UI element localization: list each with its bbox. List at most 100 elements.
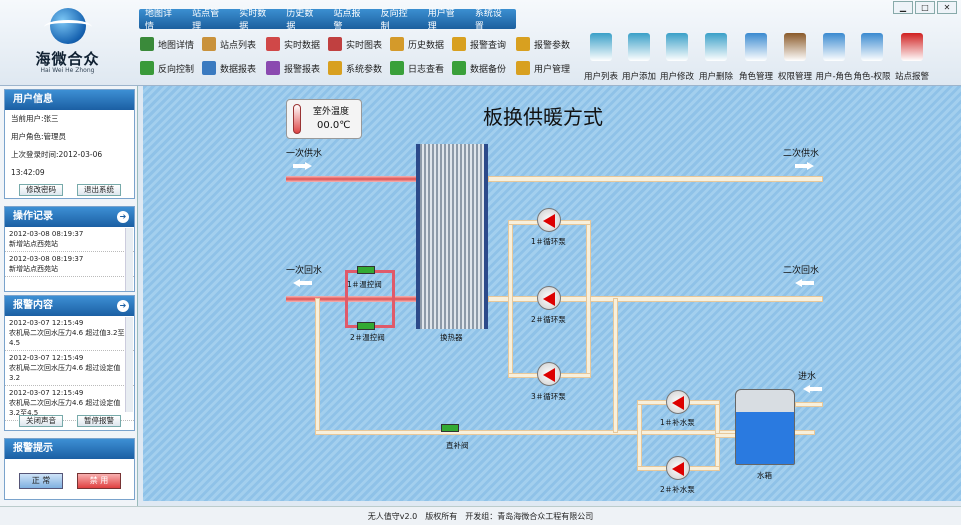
logout-button[interactable]: 退出系统 — [77, 184, 121, 196]
globe-icon — [140, 37, 154, 51]
primary-supply-label: 一次供水 — [286, 149, 323, 159]
toolbar-chart-button[interactable]: 实时图表 — [328, 34, 382, 54]
topnav-item[interactable]: 历史数据 — [286, 9, 314, 32]
maximize-icon[interactable]: □ — [915, 1, 935, 14]
arrow-right-icon — [795, 162, 815, 170]
heat-exchanger[interactable] — [416, 144, 488, 329]
toolbar-big-button[interactable]: 用户添加 — [620, 33, 658, 82]
toolbar-list-button[interactable]: 站点列表 — [202, 34, 256, 54]
toolbar-gear-button[interactable]: 系统参数 — [328, 58, 382, 78]
briefcase-icon — [784, 33, 806, 61]
circulation-pump-1-icon[interactable] — [537, 208, 561, 232]
pump-2-label: 2＃循环泵 — [531, 315, 566, 324]
topnav-item[interactable]: 站点管理 — [192, 9, 220, 32]
topnav-item[interactable]: 站点报警 — [333, 9, 361, 32]
outdoor-temp-value: 00.0℃ — [317, 120, 351, 131]
toolbar-wave-button[interactable]: 实时数据 — [266, 34, 320, 54]
scrollbar[interactable] — [125, 317, 133, 412]
toolbar-pen-button[interactable]: 报警查询 — [452, 34, 506, 54]
makeup-pipe-left — [637, 400, 642, 470]
panel-title: 用户信息 — [5, 90, 134, 110]
toolbar-big-button[interactable]: 用户-角色 — [815, 33, 853, 82]
valve-2-icon[interactable] — [357, 322, 375, 330]
heating-diagram: 板换供暖方式 室外温度 00.0℃ 1＃温控阀 2＃温控阀 换热器 1＃循环泵 … — [143, 86, 961, 501]
makeup-pump-2-label: 2＃补水泵 — [660, 485, 695, 494]
doc-icon — [590, 33, 612, 61]
toolbar-plus-button[interactable]: 日志查看 — [390, 58, 444, 78]
scrollbar[interactable] — [125, 228, 133, 291]
doc-icon — [666, 33, 688, 61]
refresh-icon — [140, 61, 154, 75]
doc-icon — [628, 33, 650, 61]
toolbar-user-button[interactable]: 用户管理 — [516, 58, 570, 78]
outdoor-temp-widget: 室外温度 00.0℃ — [286, 99, 362, 139]
chevron-right-icon[interactable]: ➔ — [117, 300, 129, 312]
window-controls: ▁ □ ✕ — [893, 1, 957, 14]
last-login: 上次登录时间:2012-03-06 13:42:09 — [11, 150, 103, 177]
logo: 海微合众 Hai Wei He Zhong — [30, 8, 105, 80]
download-icon — [452, 61, 466, 75]
report-icon — [266, 61, 280, 75]
pipe-bottom — [315, 430, 815, 435]
primary-supply-pipe — [286, 176, 416, 182]
close-icon[interactable]: ✕ — [937, 1, 957, 14]
makeup-pump-1-label: 1＃补水泵 — [660, 418, 695, 427]
pause-alarm-button[interactable]: 暂停报警 — [77, 415, 121, 427]
change-password-button[interactable]: 修改密码 — [19, 184, 63, 196]
toolbar-big-button[interactable]: 用户修改 — [658, 33, 696, 82]
alarm-hint-panel: 报警提示 正 常 禁 用 — [4, 438, 135, 500]
toolbar-big-button[interactable]: 角色管理 — [737, 33, 775, 82]
toolbar-big-button[interactable]: 角色-权限 — [853, 33, 891, 82]
arrow-left-icon — [293, 279, 313, 287]
toolbar-report-button[interactable]: 报警报表 — [266, 58, 320, 78]
toolbar-globe-button[interactable]: 地图详情 — [140, 34, 194, 54]
primary-return-pipe — [286, 296, 416, 302]
clock-icon — [390, 37, 404, 51]
topnav-item[interactable]: 系统设置 — [474, 9, 502, 32]
secondary-supply-pipe — [488, 176, 823, 182]
toolbar-refresh-button[interactable]: 反向控制 — [140, 58, 194, 78]
toolbar-bell-button[interactable]: 报警参数 — [516, 34, 570, 54]
water-in-pipe — [795, 402, 823, 407]
person-icon — [745, 33, 767, 61]
minimize-icon[interactable]: ▁ — [893, 1, 913, 14]
list-icon — [202, 37, 216, 51]
makeup-pump-1-icon[interactable] — [666, 390, 690, 414]
top-nav: 地图详情 站点管理 实时数据 历史数据 站点报警 反向控制 用户管理 系统设置 — [139, 9, 516, 32]
current-user: 当前用户:张三 — [11, 114, 59, 123]
toolbar-big-button[interactable]: 权限管理 — [776, 33, 814, 82]
plus-icon — [390, 61, 404, 75]
panel-title: 报警内容➔ — [5, 296, 134, 316]
makeup-pump-2-icon[interactable] — [666, 456, 690, 480]
disable-button[interactable]: 禁 用 — [77, 473, 121, 489]
panel-title: 报警提示 — [5, 439, 134, 459]
valve-1-icon[interactable] — [357, 266, 375, 274]
heat-exchanger-label: 换热器 — [440, 333, 463, 342]
pipe-vertical — [613, 298, 618, 433]
toolbar-big-button[interactable]: 用户删除 — [697, 33, 735, 82]
topnav-item[interactable]: 用户管理 — [427, 9, 455, 32]
toolbar-big-button[interactable]: 站点报警 — [893, 33, 931, 82]
toolbar-clock-button[interactable]: 历史数据 — [390, 34, 444, 54]
brand-sub: Hai Wei He Zhong — [40, 67, 95, 74]
close-sound-button[interactable]: 关闭声音 — [19, 415, 63, 427]
arrow-left-icon — [795, 279, 815, 287]
chevron-right-icon[interactable]: ➔ — [117, 211, 129, 223]
toolbar-big-button[interactable]: 用户列表 — [582, 33, 620, 82]
toolbar-bars-button[interactable]: 数据报表 — [202, 58, 256, 78]
topnav-item[interactable]: 实时数据 — [239, 9, 267, 32]
user-role: 用户角色:管理员 — [11, 132, 67, 141]
normal-status-button[interactable]: 正 常 — [19, 473, 63, 489]
arrow-left-icon — [803, 385, 823, 393]
water-tank[interactable] — [735, 389, 795, 465]
circulation-pump-3-icon[interactable] — [537, 362, 561, 386]
toolbar-download-button[interactable]: 数据备份 — [452, 58, 506, 78]
topnav-item[interactable]: 反向控制 — [380, 9, 408, 32]
circulation-pump-2-icon[interactable] — [537, 286, 561, 310]
topnav-item[interactable]: 地图详情 — [145, 9, 173, 32]
valve-2-label: 2＃温控阀 — [350, 333, 385, 342]
direct-valve-icon[interactable] — [441, 424, 459, 432]
